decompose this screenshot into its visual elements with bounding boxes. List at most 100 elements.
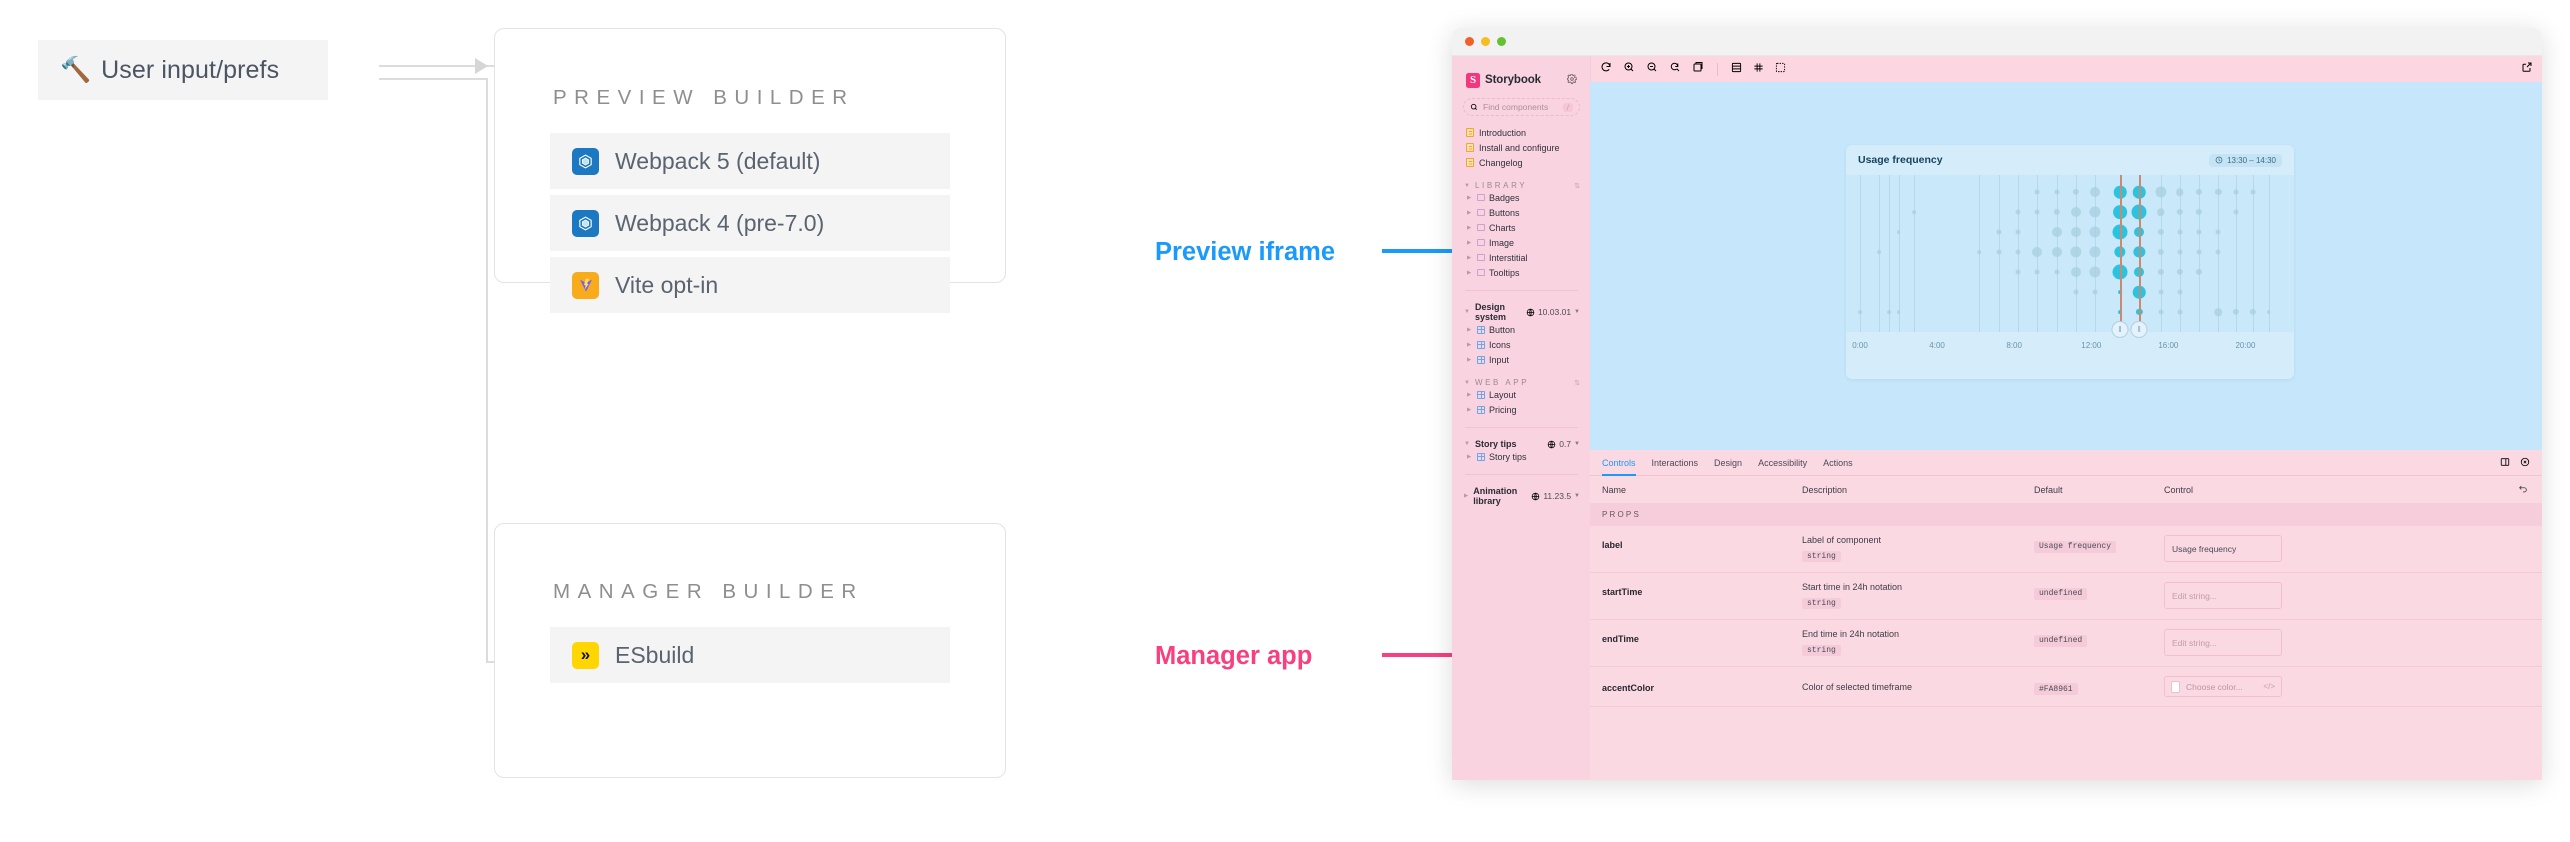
chart-data-point xyxy=(2090,187,2101,197)
chart-x-tick-label: 0:00 xyxy=(1852,341,1868,350)
chevron-down-icon: ▼ xyxy=(1464,309,1470,315)
grid-icon[interactable] xyxy=(1753,60,1764,78)
reload-icon[interactable] xyxy=(1600,60,1612,78)
sidebar-section-story-tips[interactable]: ▼ Story tips 0.7 ▼ xyxy=(1463,439,1580,449)
sidebar-section-design-system[interactable]: ▼ Design system 10.03.01 ▼ xyxy=(1463,302,1580,322)
sidebar-item-install-and-configure[interactable]: Install and configure xyxy=(1463,140,1580,155)
component-icon xyxy=(1477,340,1485,349)
sidebar-section-library[interactable]: ▼ LIBRARY ⇅ xyxy=(1463,181,1580,190)
chevron-right-icon: ▶ xyxy=(1467,239,1472,246)
user-input-box: 🔨 User input/prefs xyxy=(38,40,328,100)
builder-option[interactable]: Webpack 5 (default) xyxy=(550,133,950,189)
builder-option[interactable]: Vite opt-in xyxy=(550,257,950,313)
sidebar-item-tooltips[interactable]: ▶Tooltips xyxy=(1463,265,1580,280)
chart-data-point xyxy=(2072,188,2079,196)
selection-start-handle[interactable]: ‖ xyxy=(2111,321,2129,338)
sidebar-item-introduction[interactable]: Introduction xyxy=(1463,125,1580,140)
sidebar-item-charts[interactable]: ▶Charts xyxy=(1463,220,1580,235)
sidebar-version-label: 0.7 xyxy=(1559,439,1572,449)
sidebar-divider xyxy=(1465,290,1578,291)
sidebar-version-label: 10.03.01 xyxy=(1537,307,1572,317)
measure-icon[interactable] xyxy=(1775,60,1786,78)
open-in-new-tab-icon[interactable] xyxy=(2521,60,2533,78)
chart-plot-area[interactable]: ‖‖ xyxy=(1846,175,2294,338)
prop-type: string xyxy=(1802,551,1841,562)
chart-data-point xyxy=(1896,230,1901,234)
webpack-logo-icon xyxy=(572,147,599,175)
prop-control-input[interactable]: Usage frequency xyxy=(2164,535,2282,562)
sidebar-section-web-app[interactable]: ▼ WEB APP ⇅ xyxy=(1463,378,1580,387)
backgrounds-icon[interactable] xyxy=(1731,60,1742,78)
gear-icon[interactable] xyxy=(1566,71,1578,89)
chart-gridline xyxy=(1888,175,1890,332)
chart-gridline xyxy=(1898,175,1900,332)
selection-end-line xyxy=(2139,175,2141,332)
sidebar-item-story-tips[interactable]: ▶Story tips xyxy=(1463,449,1580,464)
preview-builder-title: PREVIEW BUILDER xyxy=(553,86,855,109)
color-placeholder: Choose color... xyxy=(2186,681,2243,692)
sidebar-item-icons[interactable]: ▶Icons xyxy=(1463,337,1580,352)
builder-option-label: Webpack 5 (default) xyxy=(615,147,821,174)
chart-data-point xyxy=(2070,267,2081,277)
window-minimize-button[interactable] xyxy=(1481,37,1490,46)
zoom-out-icon[interactable] xyxy=(1646,60,1658,78)
prop-control-input[interactable]: Edit string... xyxy=(2164,582,2282,609)
folder-icon xyxy=(1477,254,1485,261)
tab-design[interactable]: Design xyxy=(1714,457,1743,468)
search-input[interactable]: Find components / xyxy=(1463,98,1580,116)
reset-icon[interactable] xyxy=(2518,484,2528,496)
builder-option[interactable]: » ESbuild xyxy=(550,627,950,683)
chart-data-point xyxy=(1887,310,1891,314)
sidebar-version-label: 11.23.5 xyxy=(1543,491,1572,501)
tab-actions[interactable]: Actions xyxy=(1823,457,1853,468)
sidebar-item-image[interactable]: ▶Image xyxy=(1463,235,1580,250)
sort-icon[interactable]: ⇅ xyxy=(1574,379,1580,387)
sidebar-item-label: Button xyxy=(1489,324,1516,335)
code-toggle-icon[interactable]: </> xyxy=(2263,682,2275,691)
sidebar-section-animation-library[interactable]: ▶ Animation library 11.23.5 ▼ xyxy=(1463,486,1580,506)
chart-range-badge[interactable]: 13:30 – 14:30 xyxy=(2209,153,2282,167)
sidebar-item-badges[interactable]: ▶Badges xyxy=(1463,190,1580,205)
window-close-button[interactable] xyxy=(1465,37,1474,46)
tab-controls[interactable]: Controls xyxy=(1602,450,1636,476)
window-maximize-button[interactable] xyxy=(1497,37,1506,46)
chevron-down-icon[interactable]: ▼ xyxy=(1574,309,1580,315)
preview-toolbar xyxy=(1590,56,2542,82)
sidebar-item-changelog[interactable]: Changelog xyxy=(1463,155,1580,170)
zoom-reset-icon[interactable] xyxy=(1669,60,1681,78)
builder-option[interactable]: Webpack 4 (pre-7.0) xyxy=(550,195,950,251)
sidebar-brand[interactable]: S Storybook xyxy=(1466,71,1580,89)
chevron-down-icon[interactable]: ▼ xyxy=(1574,493,1580,499)
chart-data-point xyxy=(1912,210,1916,214)
sidebar-item-layout[interactable]: ▶Layout xyxy=(1463,387,1580,402)
chart-data-point xyxy=(2051,227,2062,237)
sidebar-item-interstitial[interactable]: ▶Interstitial xyxy=(1463,250,1580,265)
tab-interactions[interactable]: Interactions xyxy=(1651,457,1699,468)
chevron-down-icon[interactable]: ▼ xyxy=(1574,441,1580,447)
sidebar-item-input[interactable]: ▶Input xyxy=(1463,352,1580,367)
zoom-in-icon[interactable] xyxy=(1623,60,1635,78)
chart-data-point xyxy=(2215,249,2221,255)
tab-accessibility[interactable]: Accessibility xyxy=(1758,457,1808,468)
chart-data-point xyxy=(2214,308,2223,316)
sidebar-toggle-icon[interactable] xyxy=(1692,60,1704,78)
chart-data-point xyxy=(2156,208,2165,216)
storybook-brand-label: Storybook xyxy=(1485,74,1541,86)
sidebar-item-button[interactable]: ▶Button xyxy=(1463,322,1580,337)
sidebar-item-pricing[interactable]: ▶Pricing xyxy=(1463,402,1580,417)
prop-name: label xyxy=(1602,540,1623,550)
chevron-right-icon: ▶ xyxy=(1467,209,1472,216)
close-panel-icon[interactable] xyxy=(2520,454,2530,472)
prop-control-color-picker[interactable]: Choose color... </> xyxy=(2164,676,2282,697)
prop-control-input[interactable]: Edit string... xyxy=(2164,629,2282,656)
chart-data-point xyxy=(1896,310,1901,314)
panel-position-icon[interactable] xyxy=(2500,454,2510,472)
selection-end-handle[interactable]: ‖ xyxy=(2130,321,2148,338)
builder-option-label: ESbuild xyxy=(615,641,695,668)
sidebar-item-label: Tooltips xyxy=(1489,267,1520,278)
controls-table: Name Description Default Control PROPS l… xyxy=(1590,476,2542,780)
sort-icon[interactable]: ⇅ xyxy=(1574,182,1580,190)
chevron-right-icon: ▶ xyxy=(1467,391,1472,398)
sidebar-item-buttons[interactable]: ▶Buttons xyxy=(1463,205,1580,220)
